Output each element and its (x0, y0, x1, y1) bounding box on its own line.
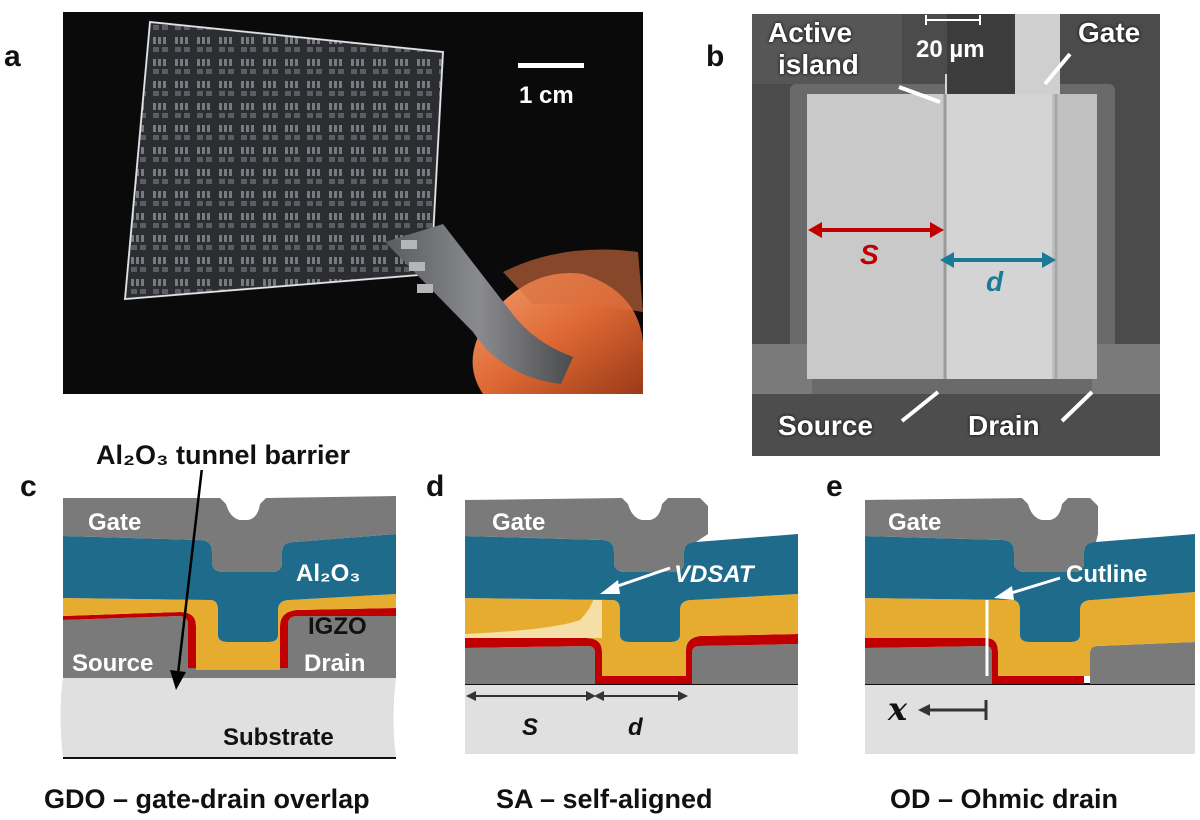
od-igzo (865, 592, 1195, 676)
chip-photo: 1 cm (63, 12, 643, 394)
panel-b-letter: b (706, 40, 725, 73)
gate-label: Gate (1078, 17, 1141, 48)
sa-al2o3 (465, 534, 798, 642)
gdo-source-drain (63, 616, 396, 678)
sa-caption: SA – self-aligned (496, 784, 713, 814)
sa-drain (692, 644, 798, 684)
active-island-label-line1: Active (768, 17, 853, 48)
gdo-tunnel-barrier (63, 608, 396, 670)
gdo-drain-label: Drain (304, 650, 365, 677)
tunnel-barrier-title: Al₂O₃ tunnel barrier (96, 440, 351, 470)
sem-drawing (752, 14, 1160, 456)
sa-gate (465, 498, 708, 572)
gdo-substrate (60, 678, 396, 758)
gdo-substrate-label: Substrate (223, 724, 334, 751)
od-source (865, 646, 992, 684)
panel-e-letter: e (826, 470, 843, 503)
scale-bar-1cm (518, 63, 584, 68)
source-pointer (900, 390, 940, 423)
gdo-cross-section: Gate Al₂O₃ IGZO Source Drain Substrate (60, 470, 396, 759)
sa-pinchoff-region (465, 598, 602, 638)
od-gate-label: Gate (888, 509, 941, 536)
gate-electrode (945, 74, 1060, 379)
sa-source (465, 646, 595, 684)
od-gate (865, 498, 1098, 572)
tweezers (385, 224, 573, 384)
drain-pointer (1060, 390, 1094, 423)
gdo-igzo (63, 594, 396, 670)
od-caption: OD – Ohmic drain (890, 784, 1119, 814)
sa-d-label: d (628, 714, 644, 741)
scale-bar-1cm-label: 1 cm (519, 82, 574, 109)
chip-photo-drawing (123, 20, 643, 394)
gate-pointer (1043, 52, 1072, 86)
vdsat-label: VDSAT (674, 561, 756, 588)
od-cross-section: Gate Cutline x (865, 498, 1195, 754)
gdo-caption: GDO – gate-drain overlap (44, 784, 370, 814)
gdo-gate (63, 496, 396, 572)
cutline-arrow (1007, 576, 1061, 596)
gdo-al2o3-label: Al₂O₃ (296, 560, 360, 587)
vdsat-arrow (611, 566, 671, 590)
panel-c-letter: c (20, 470, 37, 503)
od-tunnel-barrier (865, 638, 1084, 684)
source-label: Source (778, 410, 873, 441)
sa-igzo (465, 594, 798, 676)
sa-gate-label: Gate (492, 509, 545, 536)
gdo-al2o3 (63, 534, 396, 642)
d-label: d (986, 266, 1004, 297)
active-island-label-line2: island (778, 49, 859, 80)
sa-cross-section: Gate VDSAT S d (465, 498, 798, 754)
gdo-igzo-label: IGZO (308, 613, 367, 640)
sa-tunnel-barrier (465, 634, 798, 684)
gdo-source-label: Source (72, 650, 153, 677)
source-electrode (807, 94, 947, 379)
od-substrate (865, 684, 1195, 754)
sem-image: 20 µm Active island Gate Source Drain S … (752, 14, 1160, 456)
panel-d-letter: d (426, 470, 445, 503)
tunnel-barrier-arrow (176, 470, 203, 675)
od-drain (1090, 642, 1195, 684)
cutline-label: Cutline (1066, 561, 1147, 588)
scale-bar-20um-label: 20 µm (916, 36, 985, 63)
gdo-gate-label: Gate (88, 509, 141, 536)
panel-a-letter: a (4, 40, 21, 73)
glass-chip (123, 20, 445, 301)
drain-electrode (1052, 94, 1097, 379)
drain-label: Drain (968, 410, 1040, 441)
sa-s-label: S (522, 714, 538, 741)
active-island-pointer (898, 85, 941, 104)
s-label: S (860, 239, 879, 270)
x-label: x (887, 690, 908, 728)
